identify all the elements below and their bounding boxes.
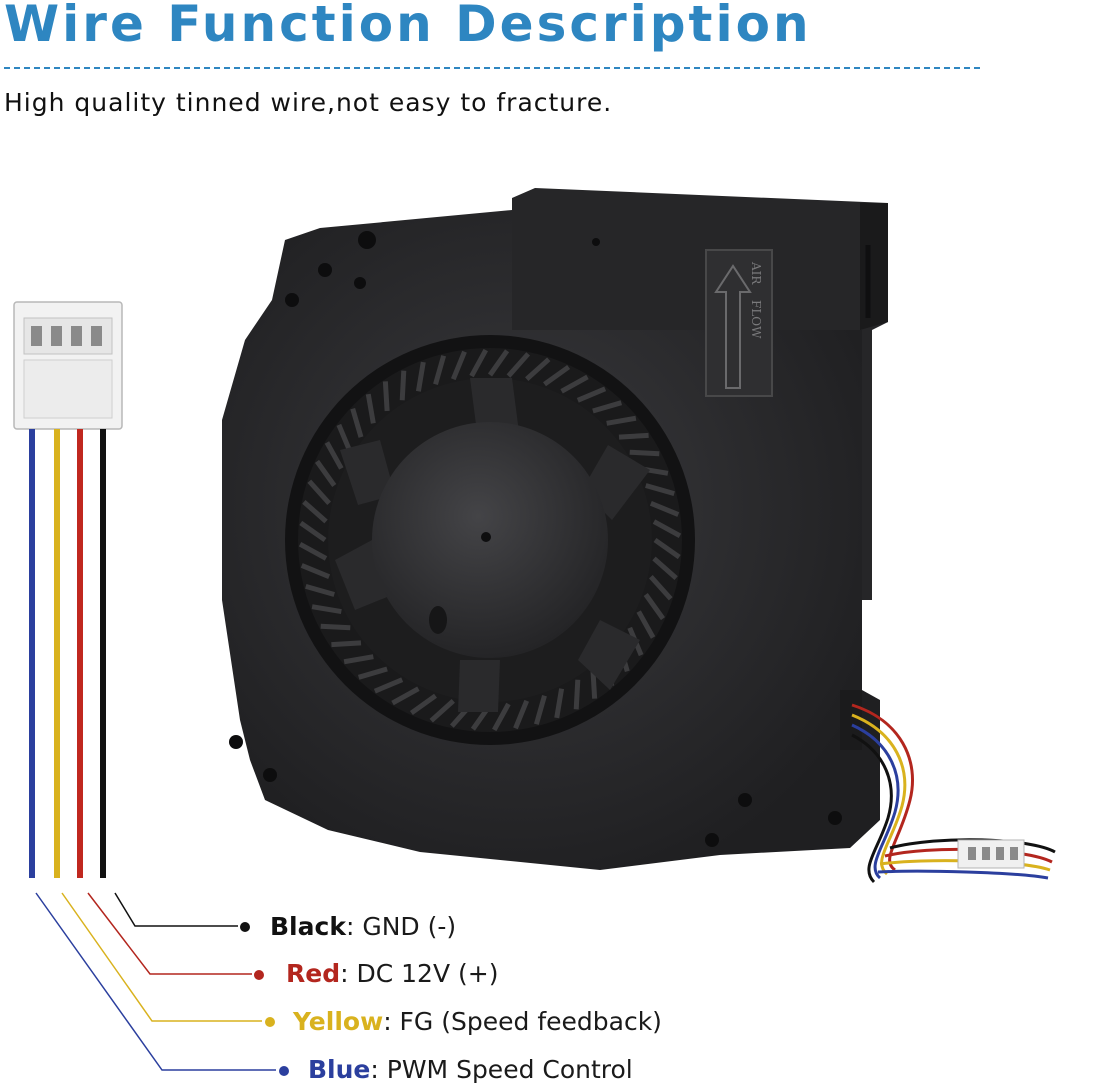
impeller-blade [305,583,335,597]
legend-blue: Blue: PWM Speed Control [308,1055,633,1085]
legend-yellow-function: : FG (Speed feedback) [383,1007,662,1036]
impeller-blade [652,519,682,538]
impeller-blade [576,386,607,403]
impeller-blade [357,666,388,680]
impeller-blade [513,699,530,730]
impeller-blade [450,350,467,381]
legend-black-function: : GND (-) [345,912,457,941]
legend-red: Red: DC 12V (+) [286,959,498,989]
impeller-blade [391,686,420,706]
legend-yellow: Yellow: FG (Speed feedback) [293,1007,662,1037]
impeller-blade [373,677,404,694]
impeller-blade [643,593,666,621]
impeller-blade [350,407,364,438]
impeller-blade [573,679,581,710]
fan-cable [851,703,1056,884]
impeller-blade [492,702,511,732]
impeller-blade [307,479,331,505]
impeller-blade [618,432,649,440]
impeller-blade [299,520,327,543]
wire-bundle [29,429,106,878]
impeller-blade [311,604,342,615]
impeller-blade [469,348,488,378]
impeller-blade [506,352,531,378]
page-title: Wire Function Description [4,0,812,53]
impeller-blade [433,355,447,385]
impeller-blade [314,459,337,487]
impeller-blade [298,542,328,561]
impeller-blade [336,423,353,454]
impeller-blade [629,449,660,457]
yellow-dot [265,1017,275,1027]
legend-black-name: Black [270,912,346,941]
title-divider [4,67,980,69]
impeller-blade [649,500,680,517]
fan-connector [957,839,1025,869]
connector-housing [13,301,123,430]
impeller-blade [592,400,623,414]
impeller-blade [560,374,589,394]
legend-red-function: : DC 12V (+) [340,959,499,988]
impeller-blade [543,364,571,387]
impeller-blade [636,610,656,639]
impeller-blade [382,381,390,412]
impeller-blade [533,695,547,725]
impeller-blade [365,393,376,424]
legend-yellow-name: Yellow [293,1007,384,1036]
impeller-blade [302,499,328,524]
impeller-blade [525,357,551,381]
impeller-blade [554,688,565,719]
impeller-blade [331,640,362,648]
impeller-blade [415,361,426,392]
impeller-blade [649,575,673,601]
impeller-blade [645,483,675,497]
impeller-blade [399,370,407,401]
impeller-blade [652,556,678,581]
impeller-blade [606,415,637,426]
legend-blue-name: Blue [308,1055,371,1084]
impeller-blade [324,441,344,470]
blower-fan: AIR FLOW [222,188,888,870]
legend-blue-function: : PWM Speed Control [370,1055,633,1084]
legend-red-name: Red [286,959,341,988]
impeller-blade [653,537,681,560]
blue-dot [279,1066,289,1076]
impeller-blade [343,654,374,665]
airflow-label-2: FLOW [749,300,763,339]
impeller-blade [320,623,351,631]
subtitle: High quality tinned wire,not easy to fra… [4,88,613,117]
impeller-blade [300,563,331,580]
impeller-blade [487,349,510,377]
impeller-blade [429,699,455,723]
legend-black: Black: GND (-) [270,912,456,942]
leader-lines [35,892,276,1071]
black-dot [240,922,250,932]
impeller-blade [409,693,437,716]
airflow-label-1: AIR [749,261,763,285]
red-dot [254,970,264,980]
